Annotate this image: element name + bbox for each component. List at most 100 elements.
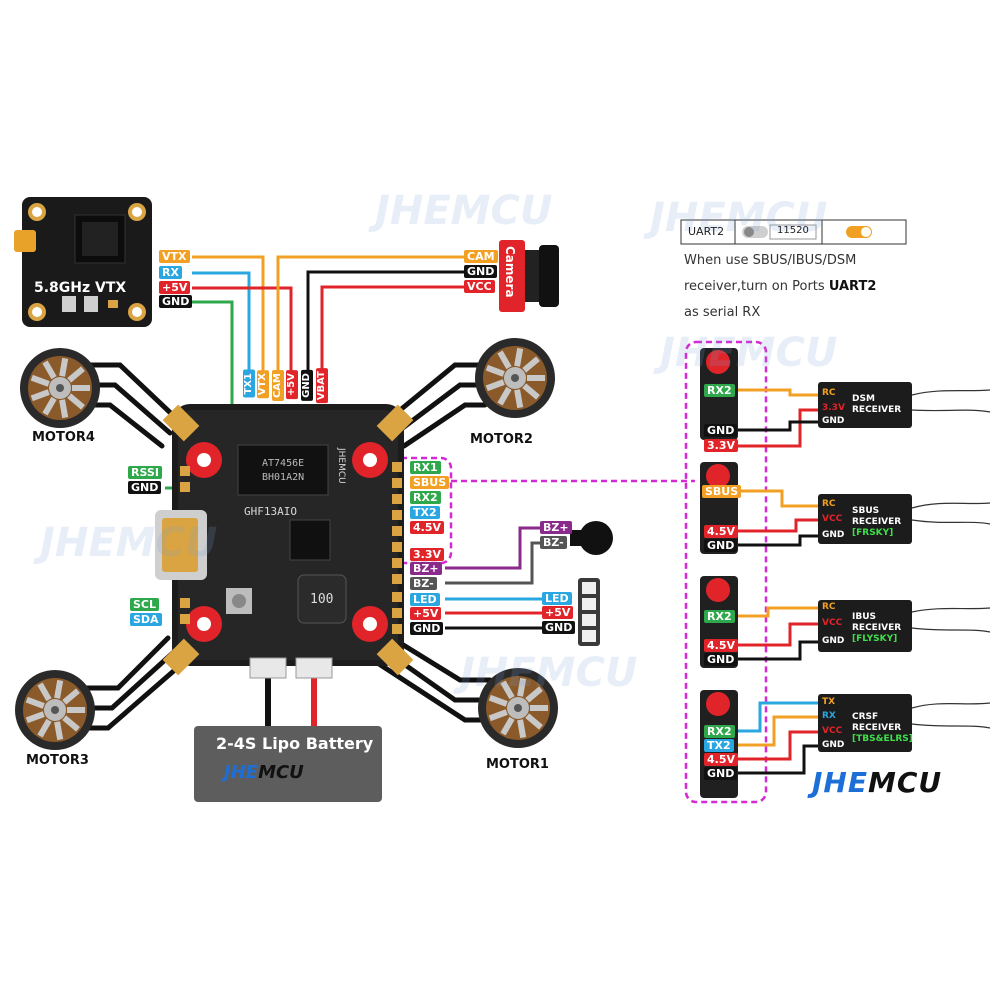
uart-note-line2-text: receiver,turn on Ports <box>684 279 829 294</box>
vtx-title: 5.8GHz VTX <box>34 280 127 296</box>
top-pad-cam: CAM <box>272 370 284 402</box>
motor3-label: MOTOR3 <box>26 753 89 768</box>
camera-wires <box>276 255 464 375</box>
inductor-marking: 100 <box>310 592 334 607</box>
dsm-wire-3v3: 3.3V <box>822 403 845 413</box>
receiver-wires <box>733 388 818 775</box>
receiver-fc-mount-hole <box>706 578 730 602</box>
right-pad-tx2: TX2 <box>410 506 440 519</box>
right-pad-sbus: SBUS <box>410 476 450 489</box>
uart-note-line2-bold: UART2 <box>828 279 877 294</box>
camera-pin-vcc: VCC <box>464 280 495 293</box>
camera-pin-gnd: GND <box>464 265 498 278</box>
dsm-subtitle: RECEIVER <box>852 405 902 415</box>
vtx-module <box>14 197 152 327</box>
led-pin-led: LED <box>542 592 572 605</box>
crsf-pad-4v5: 4.5V <box>704 753 738 766</box>
crsf-pad-tx2: TX2 <box>704 739 734 752</box>
ibus-pad-4v5: 4.5V <box>704 639 738 652</box>
right-pad-3v3: 3.3V <box>410 548 444 561</box>
battery-logo-dark: MCU <box>258 762 304 783</box>
uart-setting-value: 11520 <box>777 225 809 236</box>
motor2-graphic <box>475 338 555 418</box>
crsf-subtitle: RECEIVER <box>852 723 902 733</box>
motor-graphics <box>15 338 558 750</box>
camera-module <box>499 240 559 312</box>
buzzer <box>570 521 613 555</box>
ibus-wire-gnd: GND <box>822 636 845 646</box>
motor1-label: MOTOR1 <box>486 757 549 772</box>
receiver-modules <box>818 382 912 752</box>
ibus-receiver-title: IBUS RECEIVER [FLYSKY] <box>852 612 901 645</box>
left-pad-gnd: GND <box>128 481 162 494</box>
uart-note-line1: When use SBUS/IBUS/DSM <box>684 253 857 268</box>
camera-title: Camera <box>503 246 517 298</box>
uart-note-line3: as serial RX <box>684 305 761 320</box>
led-strip <box>578 578 600 646</box>
dsm-pad-3v3: 3.3V <box>704 439 738 452</box>
ibus-wire-rc: RC <box>822 602 836 612</box>
right-pad-5v: +5V <box>410 607 442 620</box>
right-pad-gnd: GND <box>410 622 444 635</box>
dsm-pad-gnd: GND <box>704 424 738 437</box>
top-pad-gnd: GND <box>301 370 313 401</box>
top-pad-vtx: VTX <box>257 370 269 399</box>
battery-box <box>194 726 382 802</box>
vtx-pin-5v: +5V <box>159 281 191 294</box>
motor4-label: MOTOR4 <box>32 430 95 445</box>
sbus-pad-sbus: SBUS <box>702 485 742 498</box>
sbus-wire-vcc: VCC <box>822 514 843 524</box>
left-pad-sda: SDA <box>130 613 162 626</box>
ibus-pad-gnd: GND <box>704 653 738 666</box>
top-pad-vbat: VBAT <box>316 368 328 404</box>
right-pad-bz-plus: BZ+ <box>410 562 442 575</box>
right-pad-4v5: 4.5V <box>410 521 444 534</box>
motor2-label: MOTOR2 <box>470 432 533 447</box>
sbus-pad-gnd: GND <box>704 539 738 552</box>
sbus-subtitle: RECEIVER <box>852 517 902 527</box>
buzzer-pin-minus: BZ- <box>540 536 567 549</box>
crsf-tag: [TBS&ELRS] <box>852 734 913 744</box>
receiver-fc-mount-hole <box>706 692 730 716</box>
watermark: JHEMCU <box>40 520 218 566</box>
chip-marking-1: AT7456E <box>262 458 305 469</box>
vtx-wires <box>165 255 293 490</box>
buzzer-pin-plus: BZ+ <box>540 521 572 534</box>
buzzer-wires <box>445 526 540 585</box>
right-pad-bz-minus: BZ- <box>410 577 437 590</box>
dsm-pad-rx2: RX2 <box>704 384 735 397</box>
dsm-wire-gnd: GND <box>822 416 845 426</box>
ibus-subtitle: RECEIVER <box>852 623 902 633</box>
battery-logo-blue: JHE <box>224 762 259 783</box>
antenna-wires <box>911 389 991 729</box>
sbus-receiver-title: SBUS RECEIVER [FRSKY] <box>852 506 901 539</box>
left-pad-scl: SCL <box>130 598 160 611</box>
receiver-fc-mount-hole <box>706 464 730 488</box>
top-pad-tx1: TX1 <box>243 370 255 398</box>
uart-setting-graphic <box>680 219 907 245</box>
vtx-pin-gnd: GND <box>159 295 193 308</box>
brand-logo-blue: JHE <box>812 766 868 799</box>
crsf-pad-gnd: GND <box>704 767 738 780</box>
crsf-pad-rx2: RX2 <box>704 725 735 738</box>
crsf-wire-tx: TX <box>822 697 836 707</box>
uart-note-line2: receiver,turn on Ports UART2 <box>684 274 876 300</box>
uart-setting-name: UART2 <box>688 225 725 238</box>
sbus-pad-4v5: 4.5V <box>704 525 738 538</box>
watermark: JHEMCU <box>660 330 838 376</box>
brand-logo: JHEMCU <box>812 766 942 799</box>
uart-note: When use SBUS/IBUS/DSM receiver,turn on … <box>684 248 876 326</box>
vtx-pin-vtx: VTX <box>159 250 190 263</box>
crsf-wire-gnd: GND <box>822 740 845 750</box>
watermark: JHEMCU <box>375 188 553 234</box>
flight-controller <box>155 404 414 679</box>
dsm-title: DSM <box>852 394 875 404</box>
board-silkscreen-model: GHF13AIO <box>244 505 297 518</box>
sbus-title: SBUS <box>852 506 880 516</box>
motor3-graphic <box>15 670 95 750</box>
crsf-receiver-title: CRSF RECEIVER [TBS&ELRS] <box>852 712 913 745</box>
watermark: JHEMCU <box>460 650 638 696</box>
dsm-wire-rc: RC <box>822 388 836 398</box>
watermark: JHEMCU <box>650 195 828 241</box>
